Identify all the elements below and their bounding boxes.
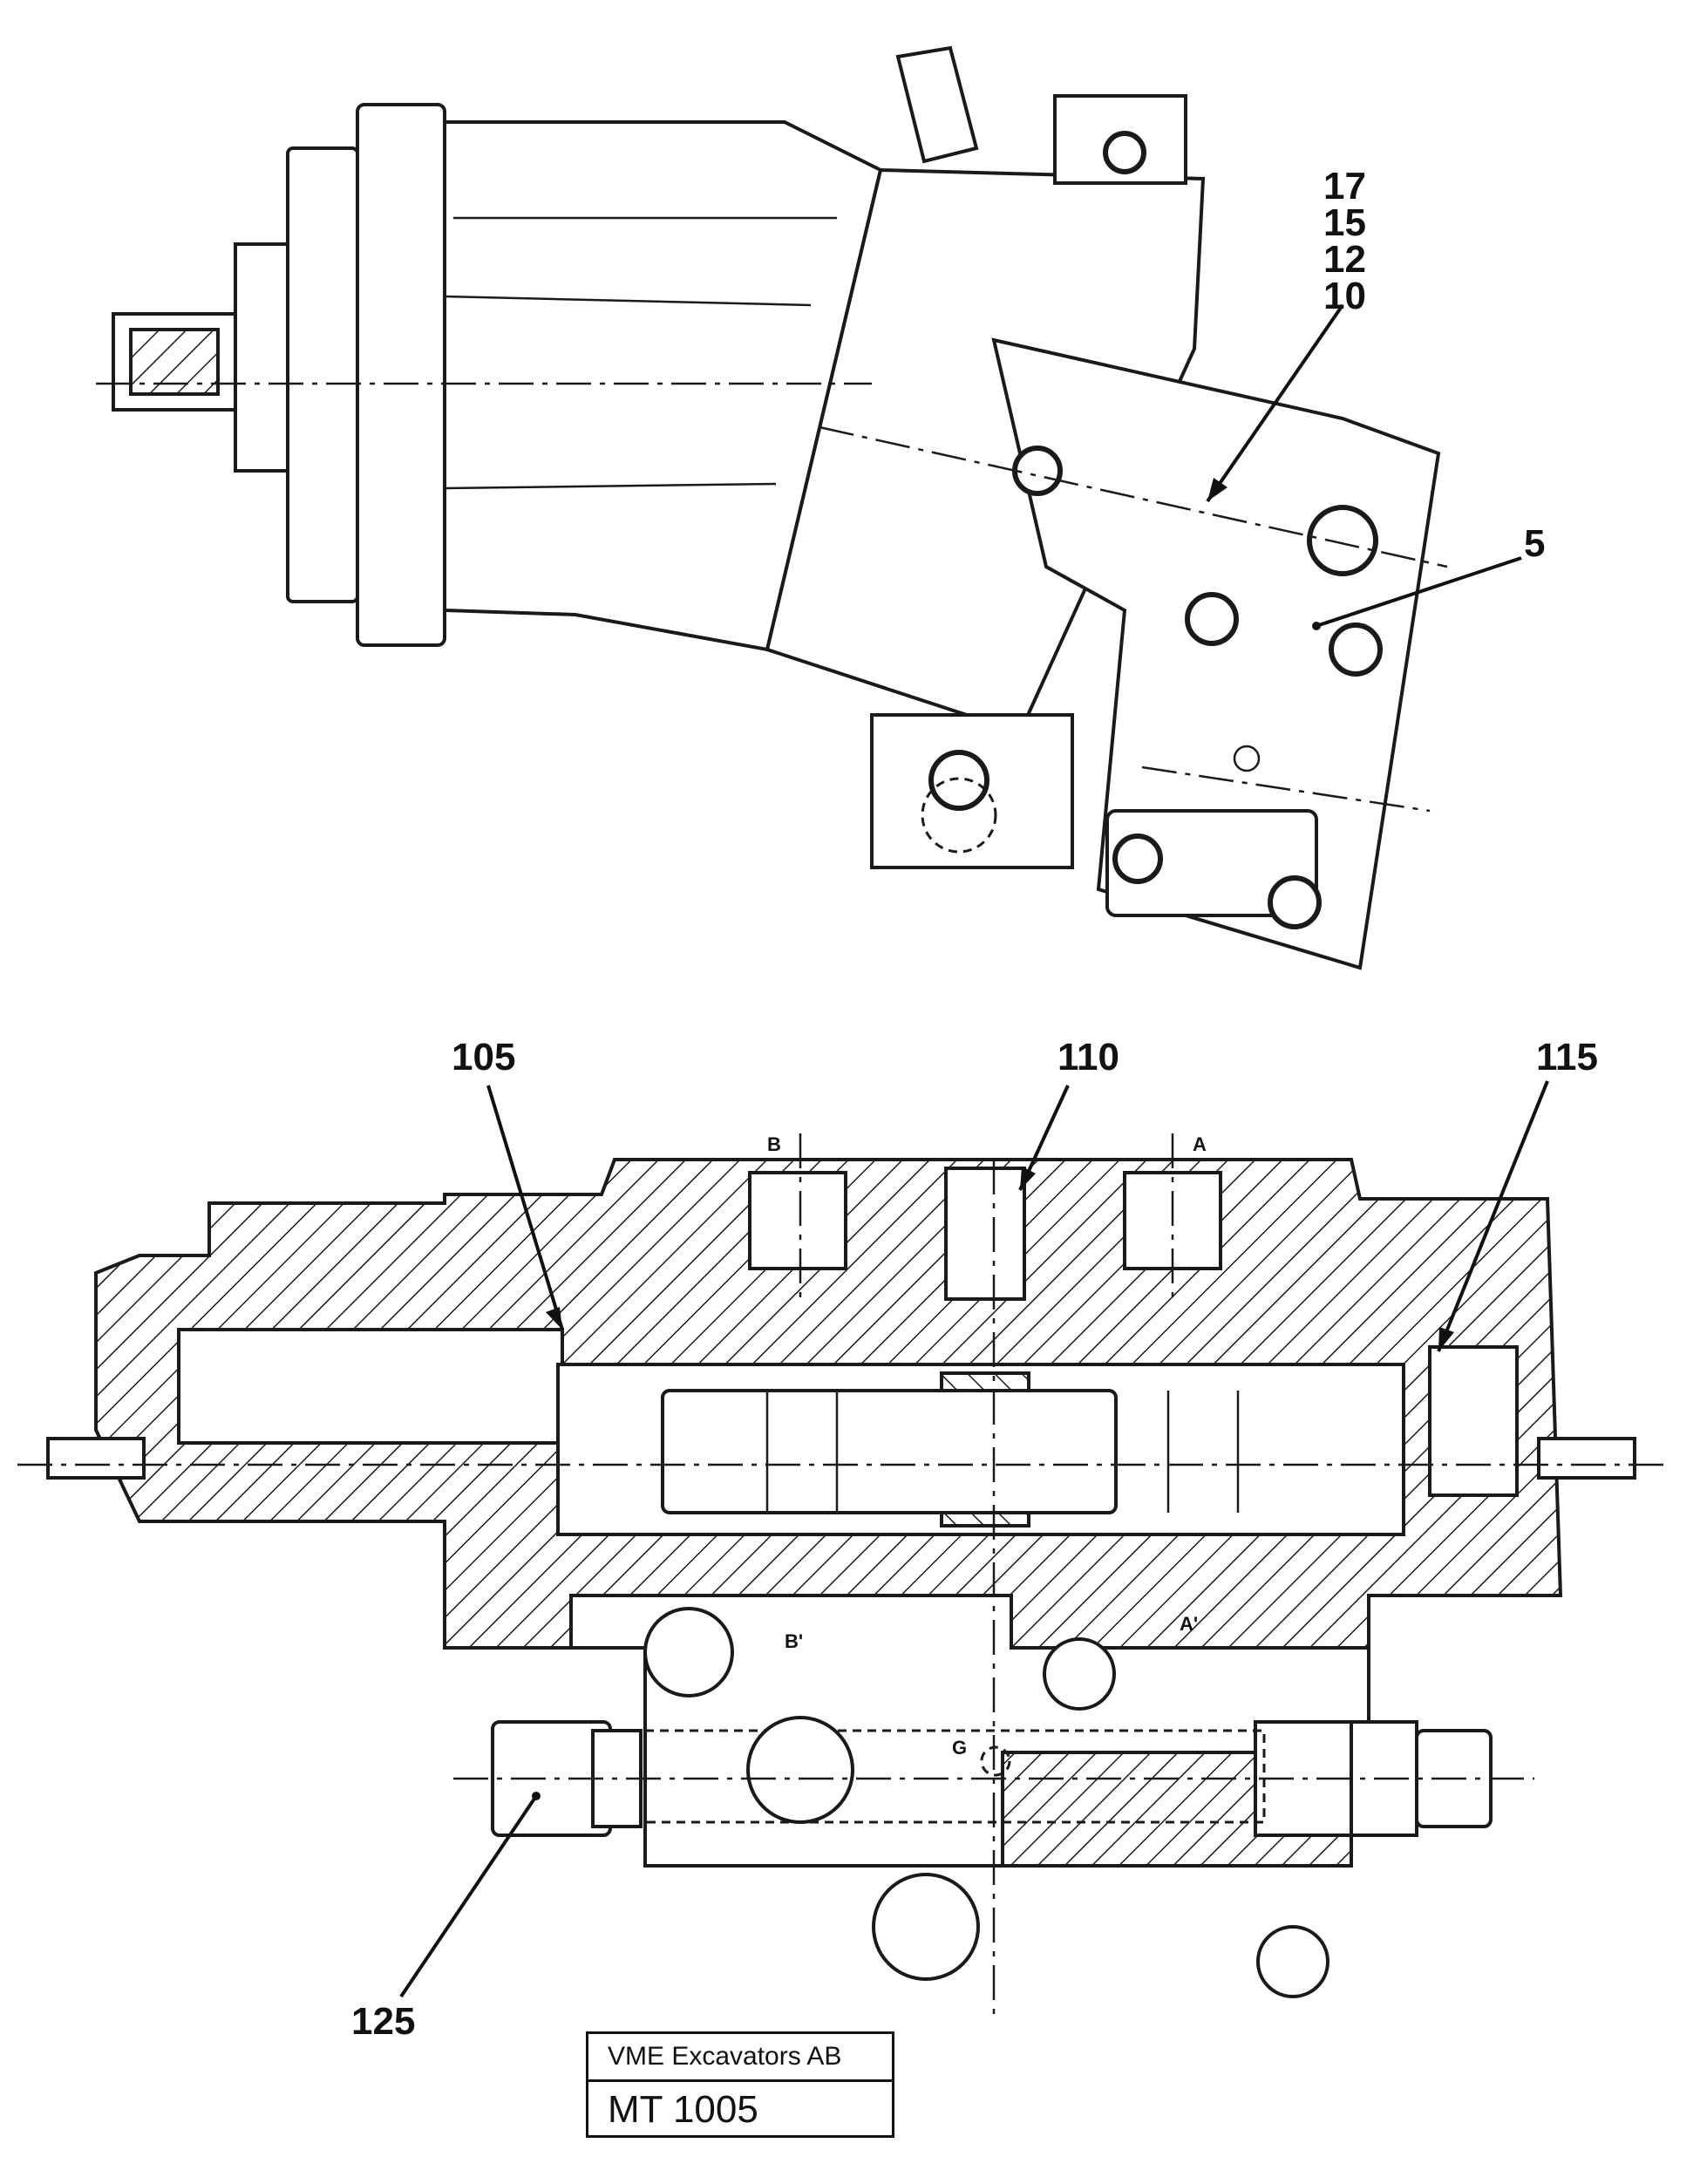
bolt-5 [928, 750, 989, 811]
drive-flange [286, 146, 359, 603]
port-b-bore [748, 1171, 847, 1270]
port-label-a-prime: A' [1180, 1613, 1198, 1635]
right-end-cap [1428, 1345, 1519, 1497]
valve-section-view: B A B' A' G 105 110 115 125 [17, 1036, 1665, 2043]
port-label-b-prime: B' [785, 1630, 803, 1652]
callout-115: 115 [1536, 1036, 1598, 1078]
fitting [895, 45, 979, 164]
callout-110: 110 [1057, 1036, 1119, 1078]
port-label-g: G [952, 1737, 967, 1759]
left-spring-chamber [177, 1328, 564, 1445]
port-label-b: B [767, 1133, 781, 1155]
drawing-code: MT 1005 [608, 2088, 758, 2131]
bolt-1 [1012, 446, 1063, 496]
callout-12: 12 [1323, 238, 1366, 281]
bolt-6 [1112, 833, 1163, 884]
callout-15: 15 [1323, 201, 1366, 244]
bolt-3 [1185, 592, 1239, 646]
control-block [991, 337, 1441, 970]
spool [661, 1389, 1118, 1514]
relief-cartridge [944, 1167, 1026, 1301]
bolt-2 [1307, 505, 1378, 576]
title-block: VME Excavators AB MT 1005 [586, 2031, 894, 2138]
motor-assembly-view: 17 15 12 10 5 [96, 45, 1545, 970]
bolt-7 [1268, 875, 1322, 929]
port-circle-2 [746, 1716, 854, 1824]
company-name: VME Excavators AB [588, 2034, 892, 2082]
callout-5: 5 [1524, 522, 1545, 565]
port-circle-1 [643, 1607, 734, 1698]
callout-17: 17 [1323, 165, 1366, 208]
port-label-a: A [1193, 1133, 1207, 1155]
callout-10: 10 [1323, 275, 1366, 317]
callout-105: 105 [452, 1036, 515, 1078]
bolt-4 [1329, 623, 1383, 677]
callout-125: 125 [351, 2000, 415, 2043]
